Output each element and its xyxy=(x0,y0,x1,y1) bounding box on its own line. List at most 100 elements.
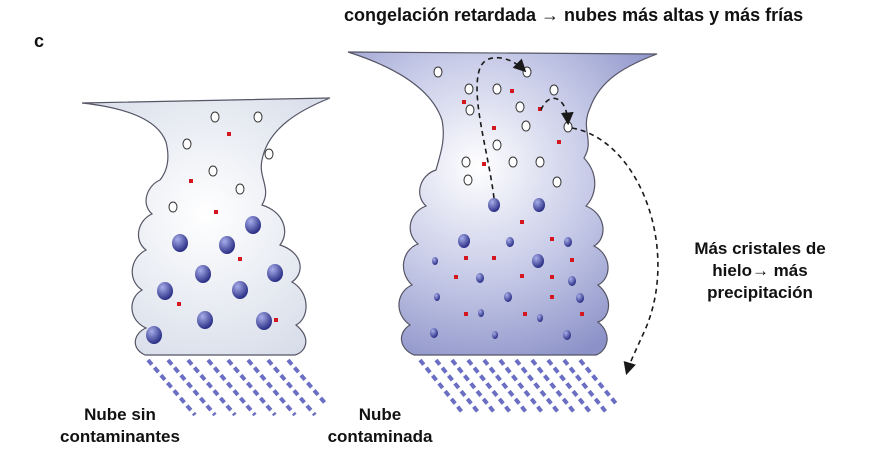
precipitation-label-line: Más cristales de xyxy=(694,239,826,258)
ice-crystal-icon xyxy=(515,101,525,113)
ice-crystal-icon xyxy=(465,104,475,116)
aerosol-particle-icon xyxy=(274,318,278,322)
water-drop-icon xyxy=(492,331,498,339)
aerosol-particle-icon xyxy=(523,312,527,316)
clean-cloud-label-line: Nube sin xyxy=(84,405,156,424)
clean-cloud-label: Nube sin contaminantes xyxy=(30,404,210,448)
aerosol-particle-icon xyxy=(464,256,468,260)
water-drop-icon xyxy=(488,198,500,212)
precipitation-arrow xyxy=(571,127,659,376)
aerosol-particle-icon xyxy=(464,312,468,316)
clean-ice-crystals xyxy=(168,111,274,213)
aerosol-particle-icon xyxy=(550,295,554,299)
growing-ice-arrow xyxy=(540,97,574,126)
aerosol-particle-icon xyxy=(550,237,554,241)
ice-crystal-icon xyxy=(210,111,220,123)
ice-crystal-icon xyxy=(552,176,562,188)
water-drop-icon xyxy=(157,282,173,300)
water-drop-icon xyxy=(506,237,514,247)
aerosol-particle-icon xyxy=(557,140,561,144)
ice-crystal-icon xyxy=(463,174,473,186)
ice-crystal-icon xyxy=(522,66,532,78)
polluted-cloud-label: Nube contaminada xyxy=(300,404,460,448)
clean-aerosols xyxy=(177,132,278,322)
water-drop-icon xyxy=(458,234,470,248)
water-drop-icon xyxy=(563,330,571,340)
ice-crystal-icon xyxy=(461,156,471,168)
panel-letter: c xyxy=(34,31,45,51)
clean-raindrops xyxy=(146,216,283,344)
aerosol-particle-icon xyxy=(238,257,242,261)
ice-crystal-icon xyxy=(508,156,518,168)
water-drop-icon xyxy=(267,264,283,282)
water-drop-icon xyxy=(146,326,162,344)
aerosol-particle-icon xyxy=(550,275,554,279)
ice-crystal-icon xyxy=(492,139,502,151)
water-drop-icon xyxy=(219,236,235,254)
ice-crystal-icon xyxy=(464,83,474,95)
ice-crystal-icon xyxy=(182,138,192,150)
aerosol-particle-icon xyxy=(177,302,181,306)
aerosol-particle-icon xyxy=(189,179,193,183)
precipitation-label-line: precipitación xyxy=(707,283,813,302)
water-drop-icon xyxy=(256,312,272,330)
water-drop-icon xyxy=(532,254,544,268)
polluted-cloud-label-line: Nube xyxy=(358,405,402,424)
polluted-ice-crystals xyxy=(433,66,573,188)
polluted-droplets xyxy=(430,198,584,340)
ice-crystal-icon xyxy=(235,183,245,195)
aerosol-particle-icon xyxy=(520,274,524,278)
ice-crystal-icon xyxy=(433,66,443,78)
polluted-aerosols xyxy=(454,89,584,316)
ice-crystal-icon xyxy=(563,121,573,133)
clean-cloud xyxy=(81,97,331,356)
figure-title: congelación retardada → nubes más altas … xyxy=(344,5,804,25)
water-drop-icon xyxy=(430,328,438,338)
ice-crystal-icon xyxy=(492,83,502,95)
ice-crystal-icon xyxy=(535,156,545,168)
water-drop-icon xyxy=(172,234,188,252)
water-drop-icon xyxy=(537,314,543,322)
aerosol-particle-icon xyxy=(227,132,231,136)
precipitation-label: Más cristales de hielo→ más precipitació… xyxy=(660,238,860,304)
polluted-rain xyxy=(418,358,620,414)
water-drop-icon xyxy=(478,309,484,317)
water-drop-icon xyxy=(568,276,576,286)
ice-crystal-icon xyxy=(549,84,559,96)
water-drop-icon xyxy=(245,216,261,234)
aerosol-particle-icon xyxy=(462,100,466,104)
water-drop-icon xyxy=(432,257,438,265)
ice-crystal-icon xyxy=(253,111,263,123)
aerosol-particle-icon xyxy=(214,210,218,214)
precipitation-label-line: hielo→ más xyxy=(712,261,808,280)
rising-drop-arrow xyxy=(476,56,527,199)
water-drop-icon xyxy=(476,273,484,283)
aerosol-particle-icon xyxy=(492,256,496,260)
aerosol-particle-icon xyxy=(538,107,542,111)
aerosol-particle-icon xyxy=(492,126,496,130)
aerosol-particle-icon xyxy=(510,89,514,93)
water-drop-icon xyxy=(195,265,211,283)
aerosol-particle-icon xyxy=(580,312,584,316)
aerosol-particle-icon xyxy=(454,275,458,279)
ice-crystal-icon xyxy=(208,165,218,177)
ice-crystal-icon xyxy=(264,148,274,160)
clean-rain xyxy=(146,358,327,417)
ice-crystal-icon xyxy=(521,120,531,132)
water-drop-icon xyxy=(533,198,545,212)
water-drop-icon xyxy=(232,281,248,299)
aerosol-particle-icon xyxy=(482,162,486,166)
ice-crystal-icon xyxy=(168,201,178,213)
clean-cloud-label-line: contaminantes xyxy=(60,427,180,446)
water-drop-icon xyxy=(564,237,572,247)
water-drop-icon xyxy=(576,293,584,303)
polluted-cloud-label-line: contaminada xyxy=(327,427,433,446)
aerosol-particle-icon xyxy=(520,220,524,224)
polluted-cloud xyxy=(347,51,658,356)
aerosol-particle-icon xyxy=(570,258,574,262)
process-arrows xyxy=(476,56,659,376)
water-drop-icon xyxy=(434,293,440,301)
water-drop-icon xyxy=(197,311,213,329)
water-drop-icon xyxy=(504,292,512,302)
